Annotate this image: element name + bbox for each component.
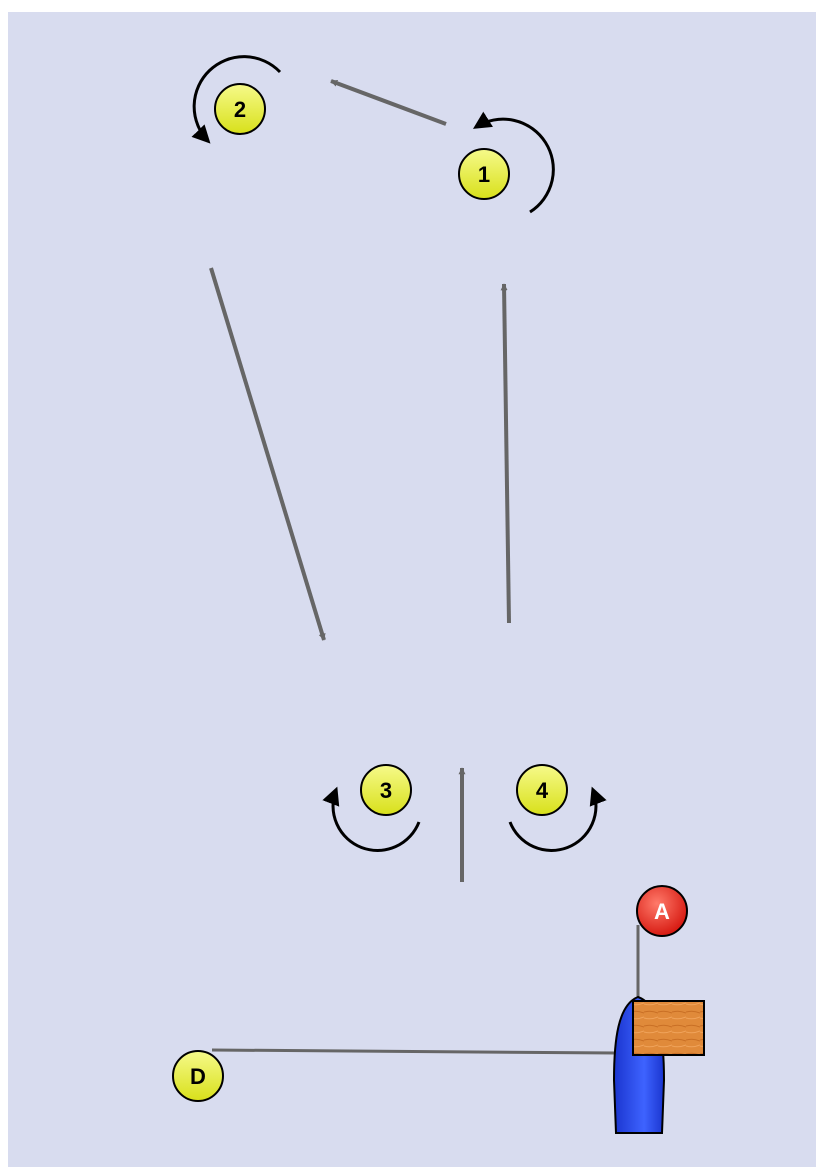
waypoint-1-label: 1 [478,162,490,187]
waypoint-4-label: 4 [536,778,549,803]
rotation-arrow-4 [508,786,607,852]
arrow-center-to-1 [500,283,511,624]
rotation-arrow-1 [472,111,555,214]
waypoint-1: 1 [458,148,510,200]
waypoint-3: 3 [360,764,412,816]
mark-a: A [636,885,688,937]
waypoint-2-label: 2 [234,97,246,122]
rotation-arrow-3 [322,786,421,852]
waypoint-4: 4 [516,764,568,816]
mark-d: D [172,1050,224,1102]
waypoint-2: 2 [214,83,266,135]
arrow-1-to-2 [330,79,447,126]
mark-a-label: A [654,899,670,924]
rotation-arrow-2 [191,55,282,144]
arrow-2-to-center [209,267,326,641]
line-boat-to-d [211,1048,617,1055]
cargo-box-icon [632,1000,705,1056]
mark-d-label: D [190,1064,206,1089]
waypoint-3-label: 3 [380,778,392,803]
diagram-background [8,12,816,1167]
